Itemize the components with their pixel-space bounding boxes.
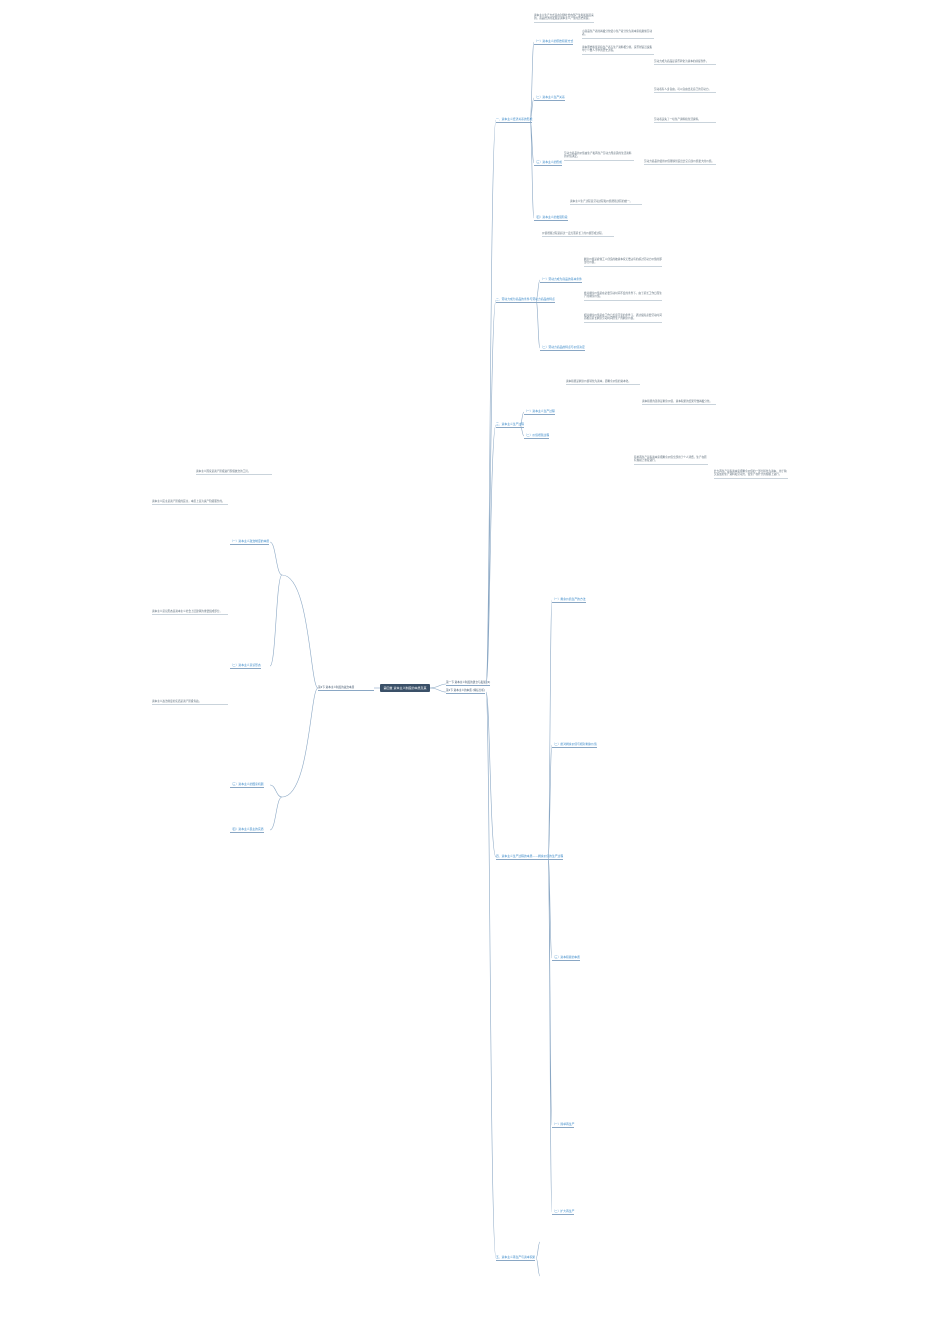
text-block: 剩余价值是雇佣工人创造的被资本家无偿占有的超过劳动力价值的那部分价值。 [584, 258, 662, 267]
text-block: 扩大再生产是指资本家把剩余价值的一部分转化为资本，用于购买追加的生产资料和劳动力… [714, 470, 788, 479]
subsection-2-2[interactable]: （二）劳动力商品的特点与价值决定 [540, 345, 585, 351]
text-block: 劳动者丧失了一切生产资料和生活资料。 [654, 118, 716, 124]
text-block: 资本主义国家是资产阶级进行阶级统治的工具。 [196, 470, 272, 476]
left-section-4[interactable]: （四）资本主义民主的实质 [230, 827, 264, 833]
text-block: 资本主义政治制度的实质是资产阶级专政。 [152, 700, 228, 706]
text-block: 资本主义生产过程是劳动过程和价值增殖过程的统一。 [570, 200, 642, 206]
subsection-4-1[interactable]: （一）剩余价值生产的方法 [552, 597, 586, 603]
text-block: 劳动力成为商品是货币转化为资本的前提条件。 [654, 60, 716, 66]
text-block: 劳动者有人身自由，可以自由出卖自己的劳动力。 [654, 88, 716, 94]
text-block: 价值增殖过程是超过一定点而延长了的价值形成过程。 [542, 232, 614, 238]
subsection-1-4[interactable]: （四）资本主义的发展阶段 [534, 215, 568, 221]
subsection-4-5[interactable]: （二）扩大再生产 [552, 1209, 575, 1215]
subsection-2-1[interactable]: （一）劳动力成为商品的基本条件 [540, 277, 582, 283]
chapter-1[interactable]: 第一节 资本主义制度的建立与发展 (2) [446, 681, 491, 686]
left-section-1[interactable]: （一）资本主义政治制度的本质 [230, 539, 270, 545]
subsection-1-2[interactable]: （二）资本主义生产关系 [534, 95, 565, 101]
subsection-4-3[interactable]: （三）资本积累的本质 [552, 955, 580, 961]
text-block: 资本原始积累是指生产者与生产资料相分离，货币财富迅速集中于少数人手中的历史过程。 [582, 46, 654, 55]
left-section-2[interactable]: （二）资本主义意识形态 [230, 663, 261, 669]
text-block: 资本主义生产方式是在封建社会内部产生和发展起来的。商品经济的发展是资本主义产生的… [534, 14, 594, 23]
subsection-3-1[interactable]: （一）资本主义生产过程 [524, 409, 555, 415]
section-3[interactable]: 三、资本主义生产过程 [496, 422, 524, 428]
section-1[interactable]: 一、资本主义经济关系的形成 [496, 117, 533, 123]
left-main-topic[interactable]: 第2节 资本主义制度的政治本质 [318, 686, 374, 691]
text-block: 劳动力商品的价值由生产和再生产劳动力所必需的生活资料的价值决定。 [564, 152, 634, 161]
text-block: 资本积累是剩余价值转化为资本，即剩余价值的资本化。 [566, 380, 640, 386]
subsection-4-4[interactable]: （一）简单再生产 [552, 1122, 575, 1128]
chapter-2-label: 第2节 资本主义的本质 (特征分析) [446, 689, 486, 692]
text-block: 资本积累的源泉是剩余价值，资本积累的结果导致两极分化。 [642, 400, 716, 406]
text-block: 劳动力商品的使用价值能够创造出比它自身价值更大的价值。 [644, 160, 716, 166]
text-block: 相对剩余价值是在工作日长度不变的条件下，通过缩短必要劳动时间而相应延长剩余劳动时… [584, 314, 662, 323]
text-block: 资本主义民主是资产阶级的民主，本质上是为资产阶级服务的。 [152, 500, 228, 506]
subsection-1-1[interactable]: （一）资本主义的原始积累方式 [534, 39, 574, 45]
root-topic[interactable]: 第四章 资本主义制度的本质及其 [380, 684, 430, 692]
subsection-3-2[interactable]: （二）价值增殖过程 [524, 433, 550, 439]
text-block: 资本主义意识形态是资本主义社会上层建筑的重要组成部分。 [152, 610, 228, 616]
text-block: 绝对剩余价值是在必要劳动时间不变的条件下，由于延长工作日而生产的剩余价值。 [584, 292, 662, 301]
text-block: 简单再生产是指资本家把剩余价值全部用于个人消费，生产在原有规模上重复进行。 [634, 456, 708, 465]
section-2[interactable]: 二、劳动力成为商品的条件与劳动力商品的特点 [496, 297, 555, 303]
text-block: 小商品生产者的两极分化使小生产者分化为资本家和雇佣劳动者。 [582, 30, 654, 39]
chapter-1-label: 第一节 资本主义制度的建立与发展 [446, 681, 486, 684]
section-4[interactable]: 四、资本主义生产过程的本质——剩余价值的生产过程 [496, 854, 564, 860]
left-section-3[interactable]: （三）资本主义的国家机器 [230, 782, 264, 788]
subsection-1-3[interactable]: （三）资本主义的形成 [534, 160, 562, 166]
subsection-4-2[interactable]: （二）绝对剩余价值与相对剩余价值 [552, 742, 597, 748]
chapter-1-badge: (2) [486, 681, 491, 684]
chapter-2[interactable]: 第2节 资本主义的本质 (特征分析) [446, 689, 486, 694]
section-5[interactable]: 五、资本主义再生产与资本积累 [496, 1255, 536, 1261]
